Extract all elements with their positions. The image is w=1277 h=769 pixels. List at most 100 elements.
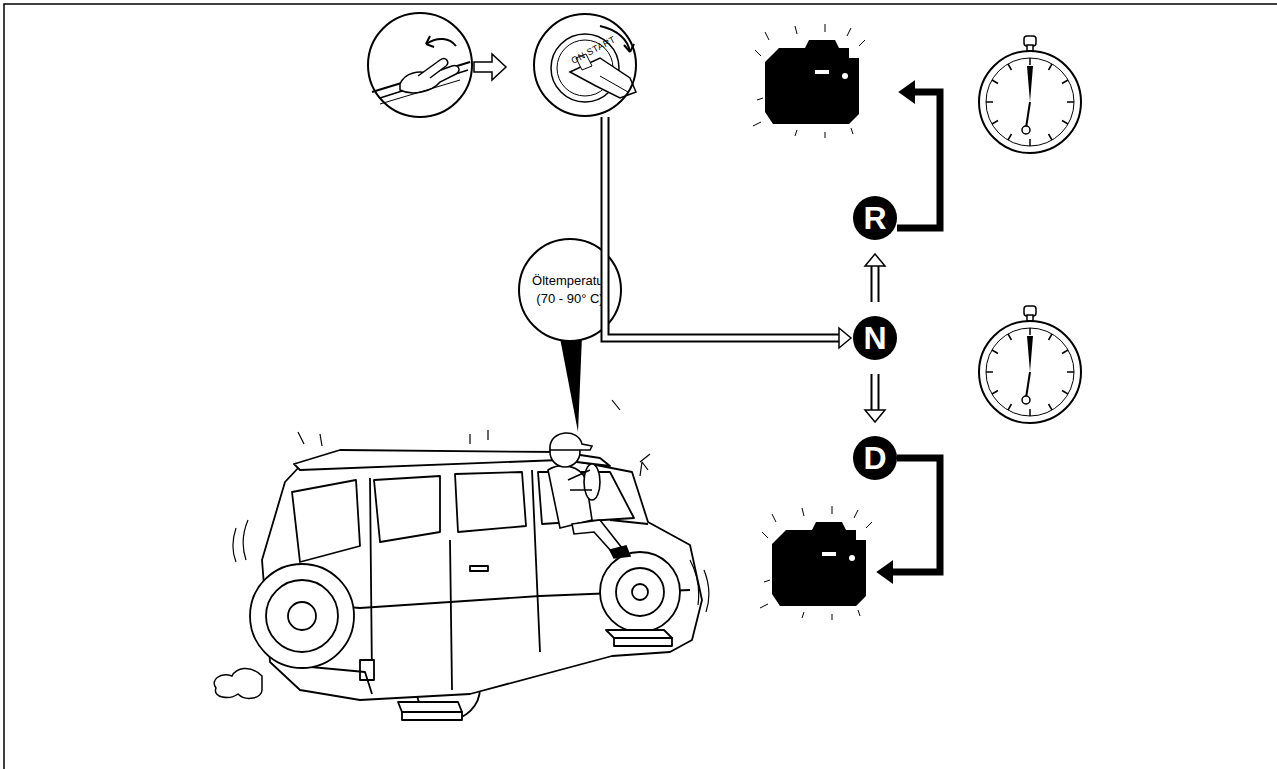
page-frame — [4, 4, 1277, 769]
car-illustration-part — [606, 630, 672, 638]
engine-icon-part — [765, 40, 859, 124]
connector-fill — [605, 117, 839, 338]
gear-position-circle: R — [853, 196, 897, 240]
stopwatch-icon-part-part — [986, 101, 993, 103]
connector-arrowhead — [865, 254, 885, 266]
stopwatch-icon-part-part — [1029, 328, 1031, 335]
node-text: ON START — [570, 34, 618, 66]
engine-icon-part — [815, 70, 829, 74]
bracket-arrow — [890, 458, 940, 572]
exhaust-cloud — [214, 668, 262, 698]
car-illustration-part — [250, 564, 354, 668]
car-illustration-part — [266, 580, 338, 652]
stopwatch-icon-part-part — [1049, 134, 1053, 140]
step-arrow — [474, 54, 506, 80]
car-illustration-part — [614, 638, 672, 646]
stopwatch-icon-part — [1022, 396, 1030, 404]
stopwatch-icon-part — [979, 51, 1081, 153]
stopwatch-icon-part — [986, 328, 1074, 416]
car-illustration-part — [640, 454, 650, 462]
car-illustration-part — [640, 462, 648, 476]
engine-icon-part — [760, 506, 872, 620]
stopwatch-icon-part-part — [1062, 391, 1068, 395]
bracket-arrowhead — [878, 562, 892, 582]
callout-bubble: Öltemperatur (70 - 90° C) — [518, 238, 622, 342]
car-illustration-part — [370, 470, 540, 690]
bracket-arrowhead — [900, 82, 914, 102]
handbrake-illustration-part — [426, 36, 434, 47]
engine-icon — [760, 506, 872, 620]
connector-fill — [873, 374, 878, 410]
connector-arrowhead — [865, 410, 885, 422]
driver-figure-part — [572, 520, 622, 552]
motion-lines — [233, 400, 709, 612]
stopwatch-icon-part-part — [1008, 404, 1012, 410]
car-illustration-part — [292, 480, 360, 562]
stopwatch-icon-part-part — [1008, 134, 1012, 140]
handbrake-illustration-part — [418, 59, 448, 78]
handbrake-illustration-part — [372, 62, 470, 92]
driver-figure-part — [568, 470, 592, 490]
car-illustration-part — [402, 712, 462, 720]
engine-icon-part — [849, 555, 855, 561]
car-illustration-part — [470, 566, 488, 571]
stopwatch-icon-part — [986, 328, 1074, 416]
gear-position-circle: N — [853, 316, 897, 360]
stopwatch-icon-part-part — [992, 350, 998, 354]
engine-icon-part — [772, 522, 866, 606]
node-text: N — [863, 322, 886, 354]
stopwatch-icon-part-part — [1008, 334, 1012, 340]
stopwatch-icon-part-part — [1062, 350, 1068, 354]
stopwatch-icon-part — [986, 58, 1074, 146]
handbrake-illustration — [368, 13, 472, 117]
stopwatch-icon-part — [1022, 126, 1030, 134]
car-illustration-part — [374, 476, 440, 542]
stopwatch-icon-part-part — [1049, 64, 1053, 70]
driver-figure-part — [584, 464, 600, 500]
stopwatch-icon-part — [1026, 102, 1030, 128]
node-text: D — [863, 442, 886, 474]
driver-figure-part — [610, 546, 630, 558]
engine-icon — [753, 24, 865, 138]
stopwatch-icon-part-part — [1062, 121, 1068, 125]
connector-arrowhead — [839, 328, 851, 348]
stopwatch-icon-part-part — [1029, 409, 1031, 416]
connector-outline — [871, 374, 880, 410]
stopwatch-icon-part-part — [1008, 64, 1012, 70]
handbrake-illustration-part — [380, 80, 460, 104]
stopwatch-icon-part-part — [1067, 371, 1074, 373]
car-illustration-part — [616, 568, 664, 616]
key-cylinder-circle: ON START — [533, 13, 637, 117]
callout-pointer — [560, 336, 582, 432]
stopwatch-icon-part-part — [1049, 404, 1053, 410]
flow-connector — [865, 254, 885, 302]
ignition-key-illustration — [551, 26, 636, 102]
stopwatch-icon-part-part — [1029, 58, 1031, 65]
stopwatch-icon-part — [979, 321, 1081, 423]
ignition-key-illustration-part — [624, 44, 634, 52]
stopwatch-icon-part — [1027, 66, 1033, 102]
engine-icon-part — [842, 73, 848, 79]
stopwatch-icon-part-part — [1049, 334, 1053, 340]
stopwatch-icon-part — [986, 58, 1074, 146]
car-illustration-part — [610, 520, 648, 524]
stopwatch-icon-part-part — [1029, 139, 1031, 146]
car-illustration-part — [455, 472, 526, 532]
connector-fill — [873, 266, 878, 302]
node-text: Öltemperatur (70 - 90° C) — [526, 272, 614, 307]
bracket-arrow — [897, 92, 940, 228]
stopwatch-icon-part — [1026, 372, 1030, 398]
stopwatch-icon-part-part — [986, 371, 993, 373]
handbrake-illustration-part — [368, 13, 472, 117]
car-illustration-part — [288, 602, 316, 630]
stopwatch-icon — [979, 36, 1081, 153]
ignition-key-illustration-part — [600, 76, 628, 92]
car-illustration — [250, 450, 702, 720]
stopwatch-icon — [979, 306, 1081, 423]
stopwatch-icon-part — [1027, 336, 1033, 372]
stopwatch-icon-part-part — [1067, 101, 1074, 103]
driver-figure-part — [550, 433, 592, 450]
